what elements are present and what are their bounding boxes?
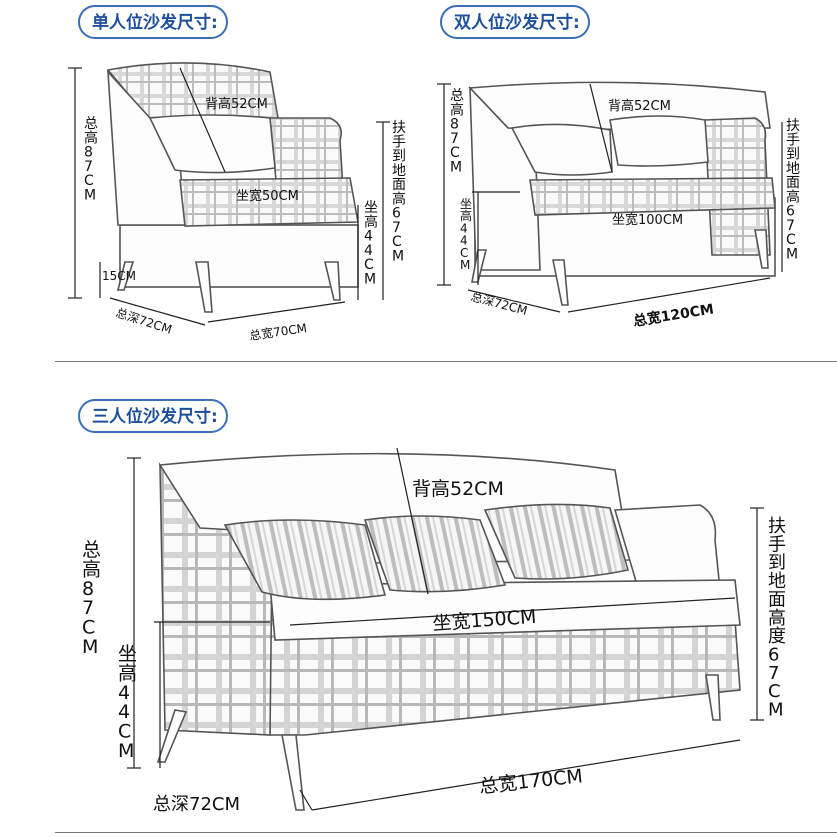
triple-total-depth-label: 总深72CM [153, 794, 240, 815]
double-sofa-cushion-right [609, 115, 709, 167]
double-sofa-leg-back [754, 229, 769, 269]
triple-total-width-label: 总宽170CM [478, 765, 584, 798]
double-sofa-seat [529, 177, 776, 216]
triple-back-height-line [396, 447, 429, 595]
double-total-width-label: 总宽120CM [632, 300, 715, 330]
double-total-depth-label: 总深72CM [469, 289, 529, 318]
single-seat-width-label: 坐宽50CM [236, 188, 299, 204]
single-total-width-line [207, 301, 346, 323]
triple-sofa-leg-left [156, 709, 188, 763]
triple-back-height-label: 背高52CM [412, 478, 504, 500]
triple-total-depth-line [299, 789, 313, 811]
single-sofa-back [106, 62, 279, 121]
triple-sofa-cushion-1 [223, 519, 387, 601]
single-sofa-title: 单人位沙发尺寸: [78, 5, 228, 39]
double-back-height-line [589, 83, 613, 173]
section-divider-top [55, 361, 837, 362]
double-sofa-cushion-left [510, 123, 613, 176]
double-back-height-label: 背高52CM [608, 98, 671, 114]
triple-sofa-title: 三人位沙发尺寸: [78, 399, 228, 433]
section-divider-bottom [55, 832, 837, 833]
triple-seat-width-line [289, 597, 736, 626]
double-total-width-line [567, 277, 771, 313]
single-total-depth-line [109, 297, 206, 326]
single-total-depth-label: 总深72CM [114, 306, 174, 337]
triple-sofa-cushion-2 [363, 515, 507, 593]
triple-sofa-seat [269, 579, 741, 641]
double-total-depth-line [467, 289, 561, 313]
single-sofa-base [119, 224, 359, 288]
single-sofa-leg-left [116, 261, 135, 291]
triple-sofa-right-arm [613, 504, 721, 596]
double-sofa-title: 双人位沙发尺寸: [440, 5, 590, 39]
single-leg-height-label: 15CM [102, 269, 136, 283]
triple-sofa-cushion-3 [483, 503, 630, 580]
double-seat-width-label: 坐宽100CM [612, 212, 683, 228]
triple-total-width-line [311, 739, 741, 811]
single-sofa-leg-back [323, 261, 341, 301]
single-sofa-leg-front [195, 261, 213, 313]
single-back-height-line [179, 67, 226, 173]
single-total-width-label: 总宽70CM [248, 320, 308, 343]
triple-sofa-leg-back [705, 674, 721, 721]
single-back-height-label: 背高52CM [205, 96, 268, 112]
triple-sofa-leg-front [281, 734, 305, 811]
double-sofa-leg-front [552, 259, 569, 306]
